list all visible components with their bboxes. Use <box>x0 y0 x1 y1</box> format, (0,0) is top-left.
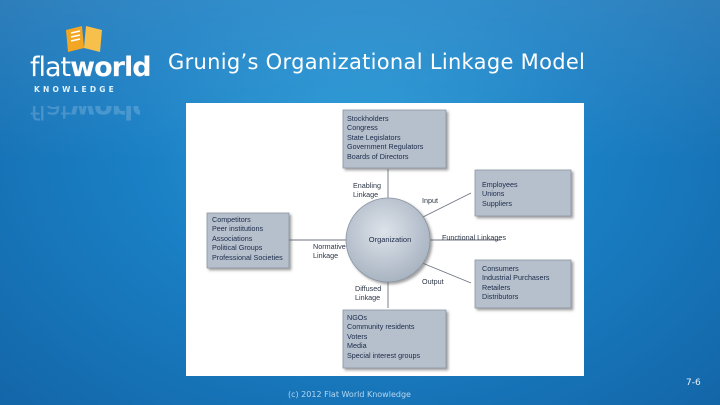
box-bottom <box>342 309 447 369</box>
list-item: Consumers <box>482 264 519 273</box>
list-item: Associations <box>212 233 253 243</box>
label-functional-linkages: Functional Linkages <box>442 233 506 242</box>
list-item: State Legislators <box>347 132 401 142</box>
flat-world-logo: flatworld KNOWLEDGE flatworld <box>30 24 152 124</box>
box-right-bottom-text: Consumers Industrial Purchasers Retailer… <box>482 264 550 302</box>
organization-label: Organization <box>368 235 412 244</box>
linkage-model-figure: Stockholders Congress State Legislators … <box>186 103 584 376</box>
list-item: Industrial Purchasers <box>482 273 550 283</box>
list-item: Competitors <box>212 215 251 224</box>
box-right-bottom <box>474 259 572 309</box>
list-item: Government Regulators <box>347 142 424 152</box>
organization-circle <box>345 197 431 283</box>
list-item: Boards of Directors <box>347 151 409 161</box>
box-left-text: Competitors Peer institutions Associatio… <box>212 215 283 262</box>
list-item: Professional Societies <box>212 252 283 262</box>
box-right-top <box>474 169 572 217</box>
list-item: Distributors <box>482 292 519 302</box>
page-number: 7-6 <box>686 378 701 388</box>
copyright-footer: (c) 2012 Flat World Knowledge <box>288 390 411 399</box>
list-item: Stockholders <box>347 114 389 123</box>
list-item: Community residents <box>347 322 415 332</box>
box-top-text: Stockholders Congress State Legislators … <box>347 114 423 161</box>
connector-right-bottom <box>414 259 472 284</box>
list-item: Congress <box>347 123 378 133</box>
label-output: Output <box>422 277 444 286</box>
list-item: NGOs <box>347 313 367 322</box>
list-item: Political Groups <box>212 243 263 253</box>
list-item: Unions <box>482 189 505 199</box>
list-item: Employees <box>482 180 518 189</box>
box-right-top-text: Employees Unions Suppliers <box>482 180 518 208</box>
slide-title: Grunig’s Organizational Linkage Model <box>168 50 586 74</box>
list-item: Peer institutions <box>212 224 264 234</box>
box-top <box>342 109 447 169</box>
logo-reflection: flatworld <box>30 106 140 124</box>
list-item: Special interest groups <box>347 350 421 360</box>
list-item: Media <box>347 341 367 351</box>
box-bottom-text: NGOs Community residents Voters Media Sp… <box>347 313 420 360</box>
connector-right-top <box>414 192 472 222</box>
logo-wordmark: flatworld <box>30 52 152 83</box>
diagram-shapes <box>206 109 572 369</box>
open-book-icon <box>66 26 102 52</box>
logo-subtitle: KNOWLEDGE <box>34 85 117 94</box>
list-item: Suppliers <box>482 198 512 208</box>
box-left <box>206 212 290 269</box>
list-item: Voters <box>347 331 368 341</box>
list-item: Retailers <box>482 282 511 292</box>
label-input: Input <box>422 196 438 205</box>
